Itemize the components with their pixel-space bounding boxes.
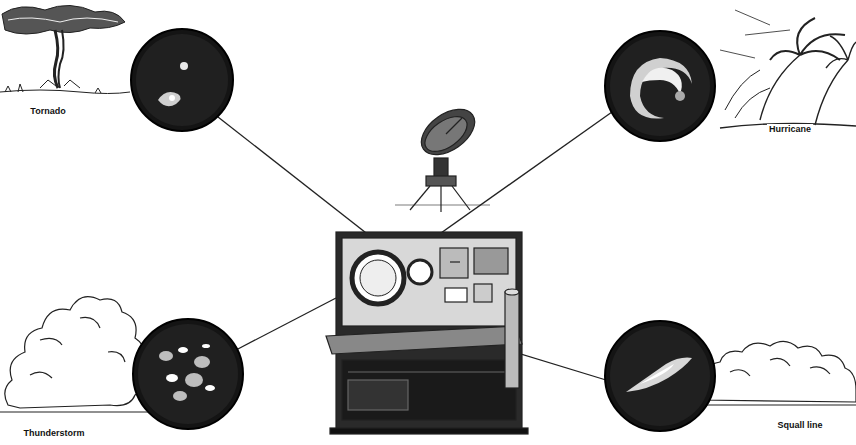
radar-scope: Tornado xyxy=(130,28,234,132)
weather-label: Hurricane xyxy=(767,124,813,135)
radar-scope: Hurricane xyxy=(604,30,716,142)
weather-label: Thunderstorm xyxy=(22,428,87,439)
scope-circle xyxy=(604,320,716,432)
scope-circle xyxy=(130,28,234,132)
radar-scope: Thunderstorm xyxy=(132,318,244,430)
scope-circle xyxy=(604,30,716,142)
radar-scope: Squall line xyxy=(604,320,716,432)
scope-circle xyxy=(132,318,244,430)
weather-label: Squall line xyxy=(775,420,824,431)
weather-label: Tornado xyxy=(28,106,67,117)
